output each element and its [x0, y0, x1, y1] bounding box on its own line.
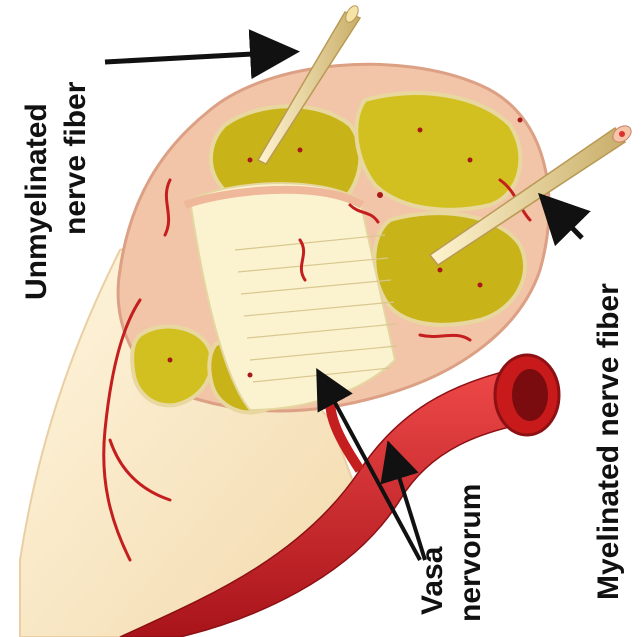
label-unmyelinated-line2: nerve fiber	[59, 81, 92, 235]
label-vasa-line1: Vasa	[416, 546, 449, 615]
fascicle	[374, 213, 525, 325]
label-myelinated: Myelinated nerve fiber	[592, 283, 625, 600]
label-unmyelinated-line1: Unmyelinated	[20, 103, 53, 300]
arrow-myelinated	[545, 200, 582, 238]
fascicle	[132, 327, 212, 406]
arrow-unmyelinated	[105, 52, 290, 62]
artery-lumen	[512, 369, 548, 421]
label-vasa-line2: nervorum	[454, 484, 487, 622]
